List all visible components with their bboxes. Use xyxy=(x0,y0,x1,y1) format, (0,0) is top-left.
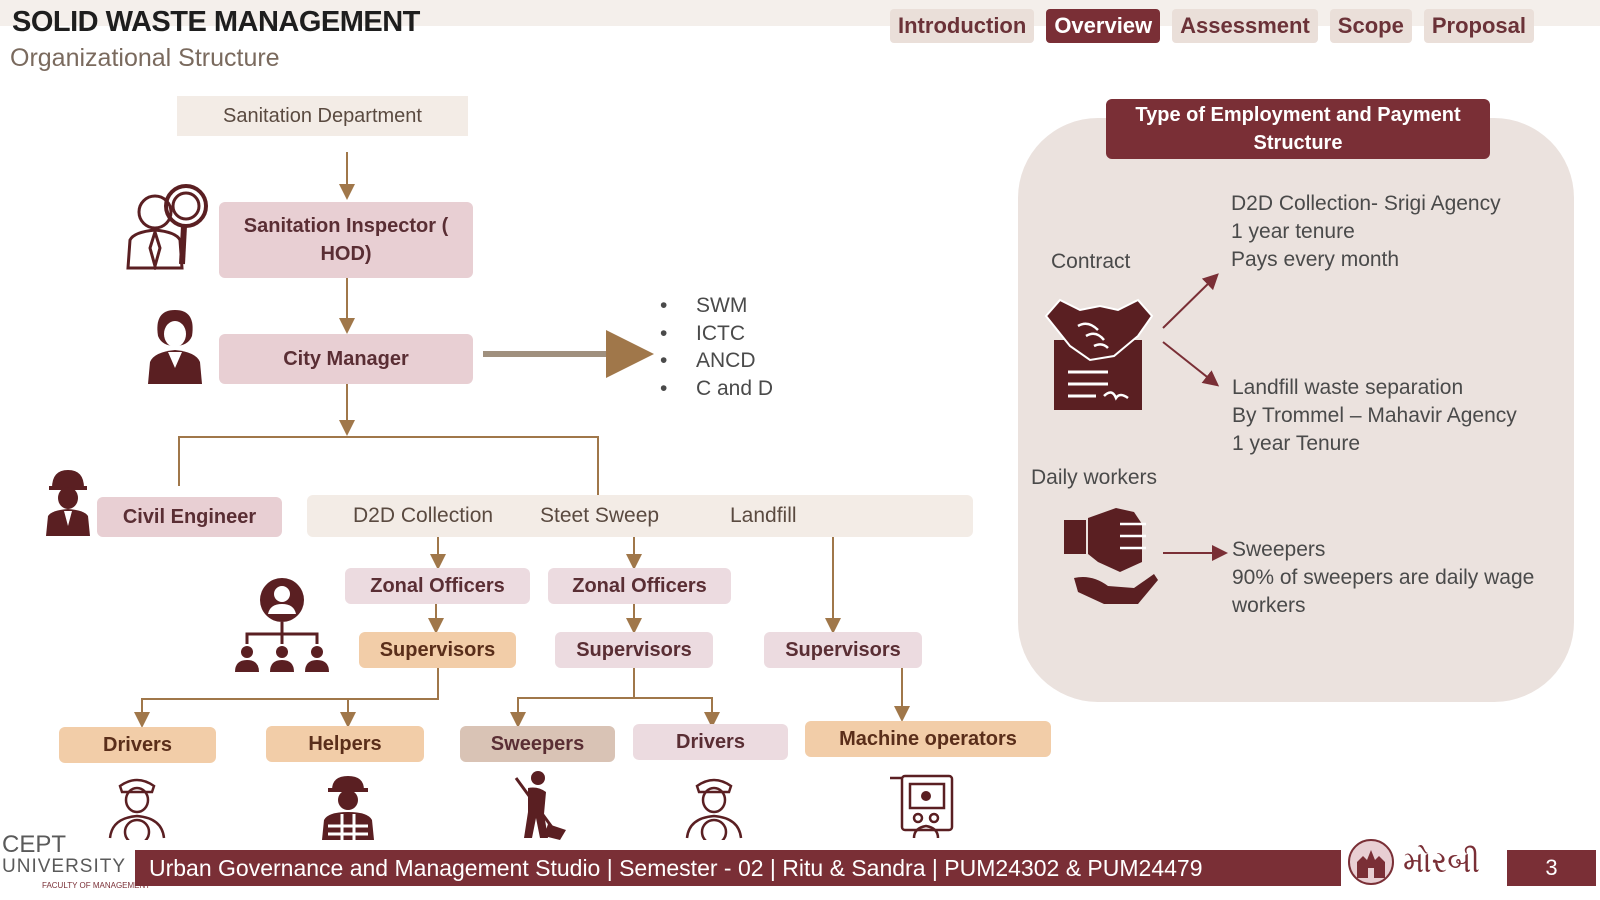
sweeper-icon xyxy=(514,771,566,840)
daily-workers-details: Sweepers 90% of sweepers are daily wage … xyxy=(1232,536,1534,620)
tab-introduction[interactable]: Introduction xyxy=(890,9,1035,43)
page-number: 3 xyxy=(1507,850,1596,886)
detail-line: 1 year Tenure xyxy=(1232,432,1361,455)
city-logo: મોરબી xyxy=(1347,838,1480,886)
detail-line: By Trommel – Mahavir Agency xyxy=(1232,404,1517,427)
sanitation-department-box: Sanitation Department xyxy=(177,96,468,136)
function-item: •C and D xyxy=(660,376,774,400)
detail-line: D2D Collection- Srigi Agency xyxy=(1231,192,1501,215)
civil-engineer-box: Civil Engineer xyxy=(97,497,282,537)
detail-line: Pays every month xyxy=(1231,248,1400,271)
division-landfill: Landfill xyxy=(730,504,797,527)
machine-operator-icon xyxy=(890,774,954,839)
staff-drivers-box: Drivers xyxy=(633,724,788,760)
staff-helpers-box: Helpers xyxy=(266,726,424,762)
sanitation-inspector-box: Sanitation Inspector ( HOD) xyxy=(219,202,473,278)
tab-scope[interactable]: Scope xyxy=(1329,9,1412,43)
function-item: •ICTC xyxy=(660,321,745,345)
engineer-icon xyxy=(46,470,90,536)
nav-tabs: Introduction Overview Assessment Scope P… xyxy=(890,9,1534,43)
detail-line: workers xyxy=(1232,594,1306,617)
contract-d2d-details: D2D Collection- Srigi Agency 1 year tenu… xyxy=(1231,190,1501,274)
city-logo-text: મોરબી xyxy=(1403,844,1480,880)
detail-line: Sweepers xyxy=(1232,538,1326,561)
staff-drivers-box: Drivers xyxy=(59,727,216,763)
tab-overview[interactable]: Overview xyxy=(1046,9,1161,43)
supervisors-box: Supervisors xyxy=(764,632,922,668)
employment-heading: Type of Employment and Payment Structure xyxy=(1106,99,1490,159)
function-item: •ANCD xyxy=(660,349,756,372)
handshake-contract-icon xyxy=(1044,298,1154,410)
zonal-officers-box: Zonal Officers xyxy=(548,568,731,604)
division-street-sweep: Steet Sweep xyxy=(540,504,660,527)
page-subtitle: Organizational Structure xyxy=(10,44,280,72)
driver-icon xyxy=(685,778,743,840)
city-manager-functions: •SWM •ICTC •ANCD •C and D xyxy=(660,292,773,402)
palace-emblem-icon xyxy=(1348,839,1394,885)
driver-icon xyxy=(108,778,166,840)
daily-workers-label: Daily workers xyxy=(1031,466,1158,489)
helper-icon xyxy=(322,776,374,840)
city-manager-box: City Manager xyxy=(219,334,473,384)
team-hierarchy-icon xyxy=(235,578,329,672)
function-item: •SWM xyxy=(660,294,748,317)
page-title: SOLID WASTE MANAGEMENT xyxy=(12,6,420,38)
supervisors-box: Supervisors xyxy=(359,632,516,668)
detail-line: 1 year tenure xyxy=(1231,220,1355,243)
tab-proposal[interactable]: Proposal xyxy=(1423,9,1534,43)
zonal-officers-box: Zonal Officers xyxy=(345,568,530,604)
staff-machine-operators-box: Machine operators xyxy=(805,721,1051,757)
detail-line: 90% of sweepers are daily wage xyxy=(1232,566,1535,589)
detail-line: Landfill waste separation xyxy=(1232,376,1464,399)
footer-bar: Urban Governance and Management Studio |… xyxy=(135,850,1341,886)
tab-assessment[interactable]: Assessment xyxy=(1172,9,1318,43)
cept-logo: CEPT UNIVERSITY FACULTY OF MANAGEMENT xyxy=(2,831,151,891)
supervisors-box: Supervisors xyxy=(555,632,713,668)
handshake-daily-icon xyxy=(1064,508,1158,604)
divisions-bar xyxy=(307,495,973,537)
manager-woman-icon xyxy=(148,310,202,384)
contract-landfill-details: Landfill waste separation By Trommel – M… xyxy=(1232,374,1517,458)
contract-label: Contract xyxy=(1051,250,1131,273)
inspector-icon xyxy=(126,184,208,270)
division-d2d: D2D Collection xyxy=(353,504,494,527)
staff-sweepers-box: Sweepers xyxy=(460,726,615,762)
